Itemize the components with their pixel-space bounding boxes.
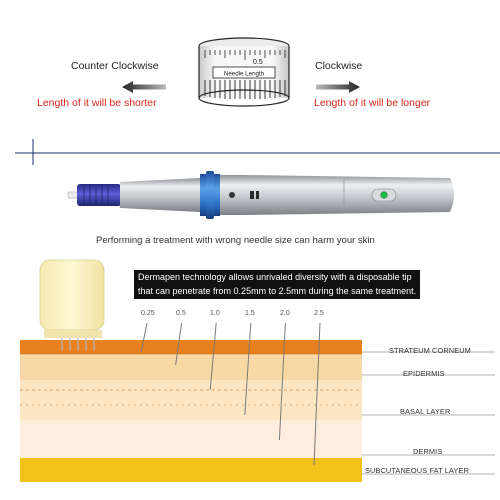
needle-length-label: 0.5 xyxy=(176,310,186,317)
layer-label-basal: BASAL LAYER xyxy=(400,407,451,416)
depth-needle xyxy=(175,322,183,366)
right-arrow-icon xyxy=(316,81,360,93)
dial-value: 0.5 xyxy=(253,59,263,66)
skin-depth-diagram xyxy=(20,259,495,482)
technology-banner: Dermapen technology allows unrivaled div… xyxy=(134,270,421,299)
layer-label-fat: SUBCUTANEOUS FAT LAYER xyxy=(365,466,469,475)
shorter-effect-text: Length of it will be shorter xyxy=(37,97,157,109)
depth-needle xyxy=(244,322,252,416)
layer-label-epidermis: EPIDERMIS xyxy=(403,369,445,378)
layer-epidermis xyxy=(20,354,362,380)
needle-length-label: 2.5 xyxy=(314,310,324,317)
depth-needle xyxy=(313,322,321,466)
layer-corneum xyxy=(20,340,362,354)
layer-fat xyxy=(20,458,362,482)
left-arrow-icon xyxy=(122,81,166,93)
counter-clockwise-label: Counter Clockwise xyxy=(71,60,159,72)
clockwise-label: Clockwise xyxy=(315,60,363,72)
banner-line-1: Dermapen technology allows unrivaled div… xyxy=(138,272,412,282)
layer-label-corneum: STRATEUM CORNEUM xyxy=(389,346,471,355)
rotation-section: 0.5 Needle Length Counter Clockwise Leng… xyxy=(0,0,500,135)
depth-needle xyxy=(209,322,217,391)
layer-basal xyxy=(20,380,362,420)
needle-length-label: 0.25 xyxy=(141,310,155,317)
depth-needle xyxy=(140,322,148,353)
banner-line-2: that can penetrate from 0.25mm to 2.5mm … xyxy=(138,285,417,296)
needle-length-dial: 0.5 Needle Length xyxy=(198,37,290,107)
dermapen-device xyxy=(67,171,454,219)
dial-label: Needle Length xyxy=(224,71,265,78)
crosshair-divider xyxy=(15,139,500,165)
needle-length-label: 1.5 xyxy=(245,310,255,317)
depth-needle xyxy=(278,322,286,441)
needle-length-label: 1.0 xyxy=(210,310,220,317)
layer-dermis xyxy=(20,420,362,458)
needle-length-label: 2.0 xyxy=(280,310,290,317)
layer-label-dermis: DERMIS xyxy=(413,447,443,456)
longer-effect-text: Length of it will be longer xyxy=(314,97,431,109)
pen-caption: Performing a treatment with wrong needle… xyxy=(96,235,375,246)
